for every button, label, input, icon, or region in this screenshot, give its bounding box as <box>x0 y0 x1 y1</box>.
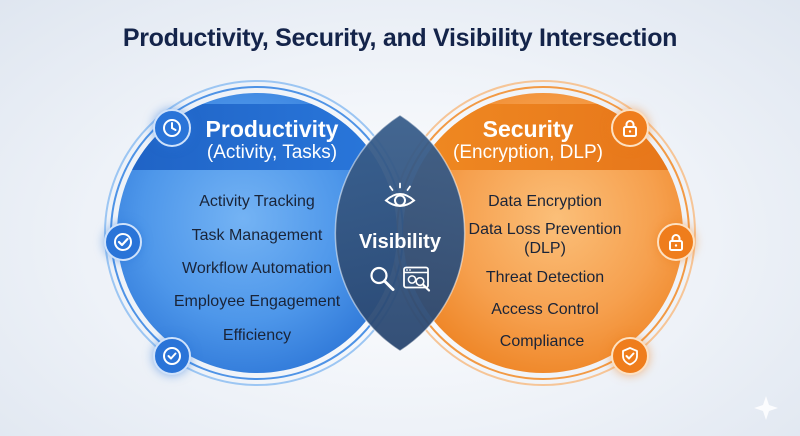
productivity-heading: Productivity <box>205 116 339 142</box>
visibility-label: Visibility <box>359 231 441 253</box>
shield-check-icon <box>611 337 649 375</box>
security-item: Data Loss Prevention <box>468 221 622 238</box>
visibility-intersection <box>335 115 465 351</box>
eye-icon <box>383 182 417 217</box>
productivity-item: Employee Engagement <box>173 293 341 310</box>
security-item: Threat Detection <box>485 269 605 286</box>
productivity-subheading: (Activity, Tasks) <box>206 142 338 163</box>
security-item: Data Encryption <box>488 193 602 210</box>
magnifier-icon <box>368 265 396 298</box>
productivity-item: Workflow Automation <box>182 260 332 277</box>
security-item: Access Control <box>491 301 599 318</box>
security-item: (DLP) <box>524 240 566 257</box>
lock-icon <box>657 223 695 261</box>
security-heading: Security <box>482 116 574 142</box>
page-title: Productivity, Security, and Visibility I… <box>122 24 678 52</box>
productivity-item: Task Management <box>191 227 323 244</box>
security-subheading: (Encryption, DLP) <box>453 142 603 163</box>
productivity-item: Activity Tracking <box>199 193 315 210</box>
clock-check-icon <box>153 337 191 375</box>
dashboard-search-icon <box>402 265 432 298</box>
check-circle-icon <box>104 223 142 261</box>
sparkle-icon <box>754 396 778 420</box>
lock-icon <box>611 109 649 147</box>
clock-icon <box>153 109 191 147</box>
productivity-item: Efficiency <box>222 327 292 344</box>
security-item: Compliance <box>499 333 585 350</box>
